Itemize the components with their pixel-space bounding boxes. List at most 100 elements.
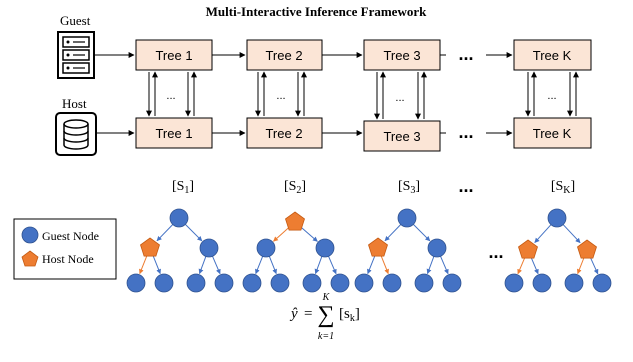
guest-tree-k-label: Tree K: [533, 48, 572, 63]
host-tree-1: Tree 1: [135, 117, 213, 149]
tree-edge: [314, 256, 323, 275]
decision-tree-1: [126, 208, 234, 293]
formula-term: [sk]: [339, 306, 360, 324]
host-tree-1-label: Tree 1: [155, 126, 192, 141]
guest-node: [315, 238, 335, 258]
legend-guest-node: Guest Node: [42, 229, 99, 243]
tree-edge: [185, 224, 203, 242]
guest-node: [256, 238, 276, 258]
guest-node: [564, 273, 584, 293]
guest-node: [427, 238, 447, 258]
formula-equals: =: [304, 306, 312, 322]
host-node-legend-icon: [21, 250, 39, 267]
tree-edge: [576, 258, 585, 275]
tree-edge: [426, 256, 435, 275]
guest-node: [242, 273, 262, 293]
tree-edge: [328, 256, 337, 275]
interaction-ellipsis-1: ...: [166, 90, 175, 102]
host-tree-2-label: Tree 2: [265, 126, 302, 141]
guest-tree-2-label: Tree 2: [265, 48, 302, 63]
tree-edge: [562, 224, 581, 244]
tree-edge: [156, 224, 174, 242]
formula-lower: k=1: [318, 331, 334, 342]
guest-tree-k: Tree K: [513, 39, 592, 71]
guest-node: [504, 273, 524, 293]
host-tree-k: Tree K: [513, 117, 592, 149]
server-icon: [57, 31, 95, 79]
score-label-2: [S2]: [284, 179, 306, 196]
interaction-ellipsis-3: ...: [395, 92, 404, 104]
decision-tree-3: [354, 208, 462, 293]
guest-tree-2: Tree 2: [246, 39, 323, 71]
guest-tree-3: Tree 3: [363, 39, 441, 71]
tree-edge: [255, 256, 264, 275]
host-tree-k-label: Tree K: [533, 126, 572, 141]
guest-node: [397, 208, 417, 228]
score-label-1: [S1]: [172, 179, 194, 196]
tree-edge: [380, 256, 389, 275]
guest-node: [270, 273, 290, 293]
guest-node: [214, 273, 234, 293]
guest-node: [199, 238, 219, 258]
guest-node: [547, 208, 567, 228]
guest-node: [442, 273, 462, 293]
host-node: [518, 239, 538, 259]
tree-edge: [413, 224, 431, 242]
guest-node: [592, 273, 612, 293]
interaction-arrows-2: [255, 71, 307, 117]
formula-lhs: ŷ: [289, 306, 298, 322]
host-node: [368, 237, 388, 257]
host-tree-2: Tree 2: [246, 117, 323, 149]
guest-node: [126, 273, 146, 293]
tree-edge: [534, 224, 552, 243]
host-node: [577, 239, 597, 259]
host-tree-3: Tree 3: [363, 120, 441, 152]
decision-tree-k: [504, 208, 612, 293]
host-node: [140, 237, 160, 257]
guest-node: [302, 273, 322, 293]
tree-edge: [301, 227, 318, 242]
host-tree-3-label: Tree 3: [383, 129, 420, 144]
guest-node: [169, 208, 189, 228]
guest-node: [330, 273, 350, 293]
tree-edge: [517, 258, 525, 275]
interaction-arrows-1: [146, 71, 197, 117]
guest-node: [186, 273, 206, 293]
guest-tree-1-label: Tree 1: [155, 48, 192, 63]
database-icon: [55, 112, 97, 156]
interaction-arrows-k: [525, 71, 579, 117]
guest-node: [532, 273, 552, 293]
host-label: Host: [62, 96, 87, 111]
legend-host-node: Host Node: [42, 252, 94, 266]
tree-edge: [198, 256, 207, 275]
guest-node: [382, 273, 402, 293]
tree-edge: [152, 256, 161, 275]
guest-node: [354, 273, 374, 293]
score-ellipsis: ...: [458, 176, 473, 196]
guest-node: [414, 273, 434, 293]
tree-edge: [139, 256, 148, 275]
interaction-ellipsis-2: ...: [276, 90, 285, 102]
tree-edge: [440, 256, 449, 275]
legend: Guest Node Host Node: [13, 218, 117, 280]
tree-edge: [384, 224, 402, 242]
interaction-arrows-3: [374, 71, 427, 120]
score-label-3: [S3]: [398, 179, 420, 196]
formula-sum: ∑: [317, 302, 334, 328]
decision-tree-2: [242, 211, 350, 293]
tree-edge: [531, 258, 539, 275]
guest-label: Guest: [60, 13, 91, 28]
tree-edge: [590, 257, 599, 275]
tree-edge: [268, 256, 277, 275]
aggregation-formula: ŷ = ∑ K k=1 [sk]: [289, 292, 360, 342]
guest-row-ellipsis: ...: [458, 44, 473, 64]
interaction-ellipsis-k: ...: [547, 90, 556, 102]
score-label-k: [SK]: [551, 179, 575, 196]
tree-ellipsis: ...: [488, 242, 503, 262]
tree-edge: [367, 256, 376, 275]
guest-tree-1: Tree 1: [135, 39, 213, 71]
host-row-ellipsis: ...: [458, 122, 473, 142]
guest-node-legend-icon: [21, 226, 39, 244]
diagram-title: Multi-Interactive Inference Framework: [206, 4, 427, 19]
